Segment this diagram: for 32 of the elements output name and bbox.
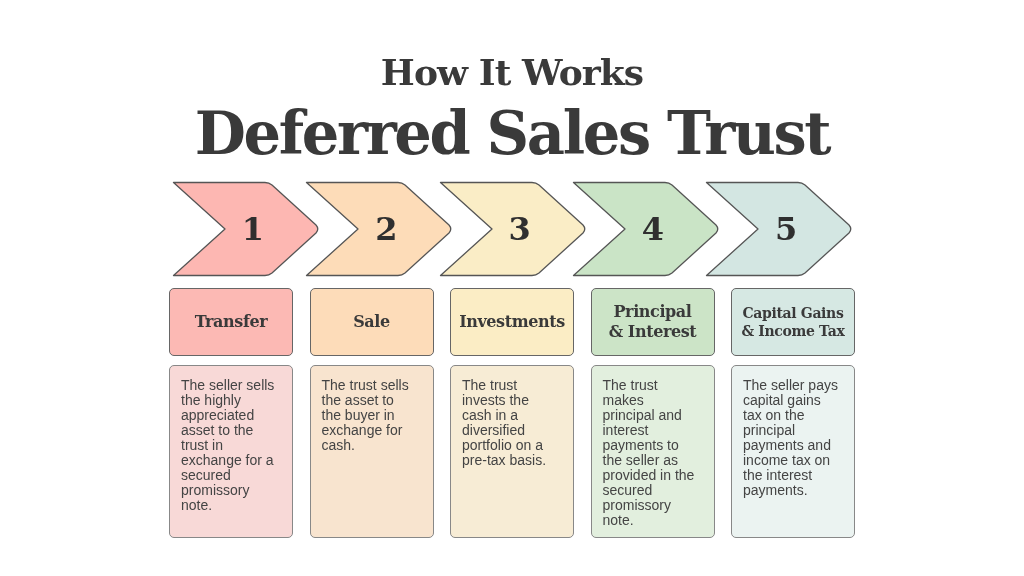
description-text: The seller pays capital gains tax on the principal payments and income tax on the interest payments. — [743, 378, 839, 498]
step-marker — [172, 181, 320, 277]
step-marker — [571, 181, 720, 277]
step-header-box — [731, 288, 855, 356]
description-text: The trust invests the cash in a diversified portfolio on a pre-tax basis. — [462, 378, 548, 468]
step-number: 3 — [508, 211, 531, 247]
step-number: 2 — [375, 211, 398, 247]
description-card — [590, 365, 715, 538]
step-title: Capital Gains & Income Tax — [740, 304, 846, 340]
description-text: The trust sells the asset to the buyer in exchange for cash. — [321, 378, 410, 453]
step-header-box — [169, 288, 293, 356]
step-number: 5 — [775, 211, 798, 247]
step-title: Transfer — [194, 312, 268, 332]
step-header-box — [450, 288, 574, 356]
step-number: 1 — [241, 211, 265, 247]
subtitle: How It Works — [380, 52, 644, 92]
description-card — [450, 365, 574, 538]
step-marker — [305, 181, 454, 277]
step-title: Sale — [353, 312, 390, 332]
step-title: Principal & Interest — [607, 302, 698, 342]
description-text: The trust makes principal and interest payments to the seller as provided in the secured promissory note. — [602, 378, 696, 528]
step-header-box — [590, 288, 715, 356]
description-text: The seller sells the highly appreciated asset to the trust in exchange for a secured promissory note. — [181, 378, 276, 513]
description-card — [731, 365, 855, 538]
step-marker — [438, 181, 587, 277]
step-title: Investments — [459, 312, 565, 332]
title: Deferred Sales Trust — [194, 102, 830, 166]
description-card — [169, 365, 293, 538]
description-card — [309, 365, 434, 538]
step-marker — [705, 181, 854, 277]
step-header-box — [309, 288, 434, 356]
step-number: 4 — [641, 211, 664, 247]
